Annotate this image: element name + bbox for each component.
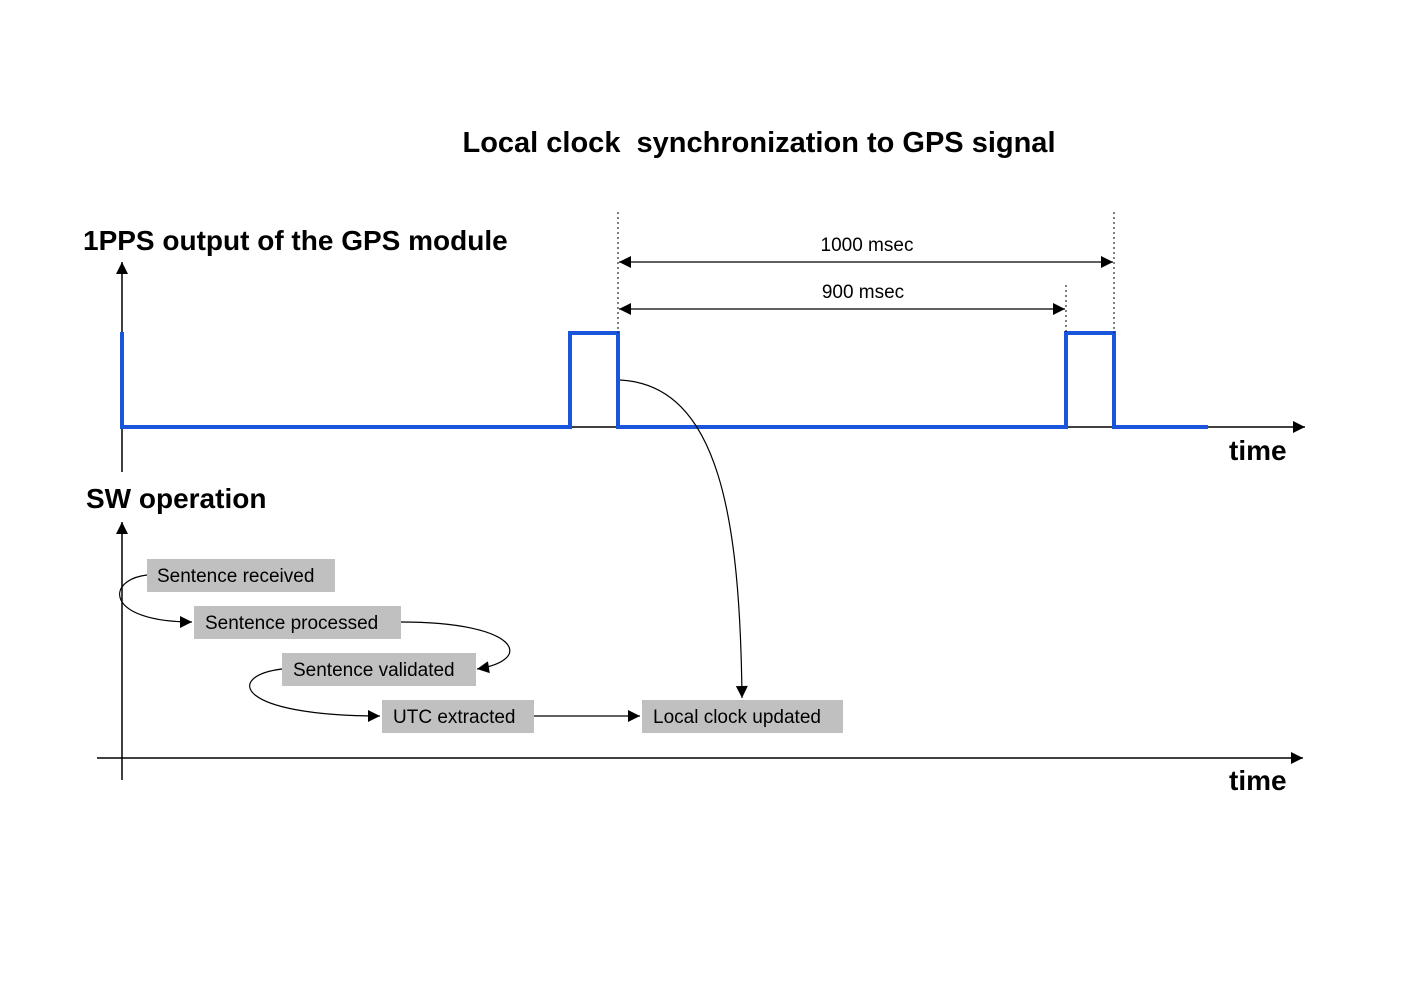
flow-validated-to-utc: [249, 668, 381, 722]
step-box-local-clock-updated: Local clock updated: [642, 700, 843, 733]
step-label: Sentence processed: [205, 613, 378, 634]
pps-trigger-arrow: [619, 379, 748, 699]
step-box-sentence-processed: Sentence processed: [194, 606, 401, 639]
pps-signal-waveform: [120, 331, 1208, 429]
step-label: Sentence received: [157, 566, 314, 587]
period-dimension-label: 1000 msec: [821, 235, 914, 256]
step-label: UTC extracted: [393, 707, 515, 728]
step-box-sentence-received: Sentence received: [147, 559, 335, 592]
pps-section-label: 1PPS output of the GPS module: [83, 225, 508, 256]
sw-time-axis-label: time: [1229, 765, 1287, 796]
step-box-utc-extracted: UTC extracted: [382, 700, 534, 733]
step-label: Sentence validated: [293, 660, 455, 681]
step-box-sentence-validated: Sentence validated: [282, 653, 476, 686]
flow-received-to-processed: [119, 574, 193, 628]
step-label: Local clock updated: [653, 707, 821, 728]
sw-section-label: SW operation: [86, 483, 266, 514]
pps-time-axis-label: time: [1229, 435, 1287, 466]
diagram-title: Local clock synchronization to GPS signa…: [462, 127, 1055, 159]
flow-processed-to-validated: [400, 621, 511, 674]
gap-dimension-label: 900 msec: [822, 282, 904, 303]
